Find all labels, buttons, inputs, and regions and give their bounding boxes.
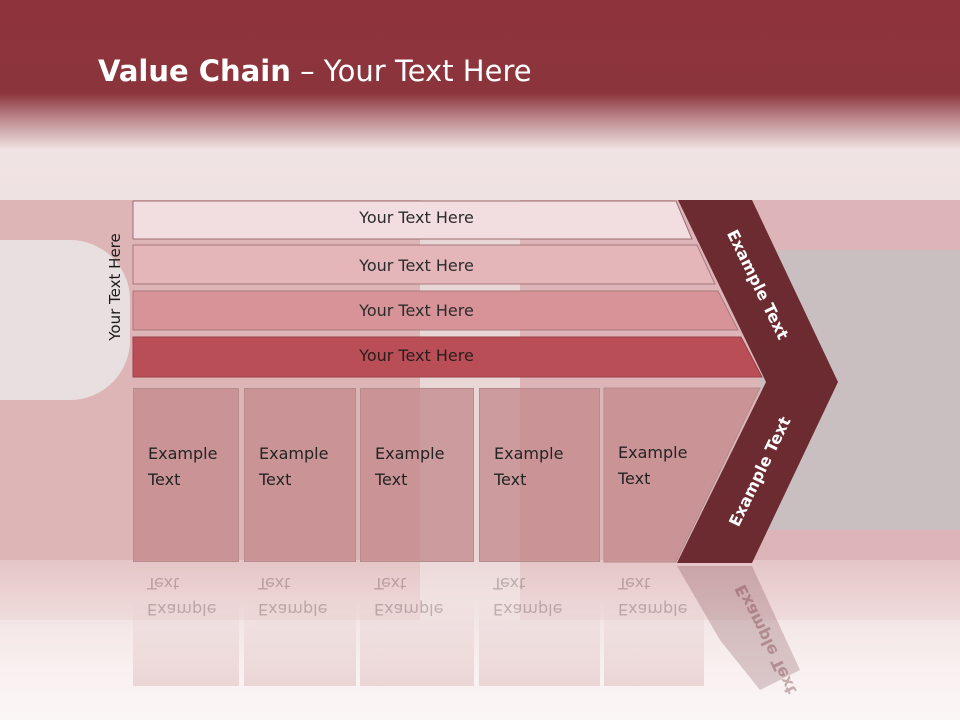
cell-5-line1: Example: [618, 443, 688, 462]
bar-3-shape: [132, 290, 739, 331]
cell-1-line2: Text: [148, 470, 181, 489]
title-banner: Value Chain – Your Text Here: [0, 0, 960, 150]
cell-4-line2: Text: [494, 470, 527, 489]
cell-2: Example Text: [244, 388, 356, 562]
cell-1-line1: Example: [148, 444, 218, 463]
background-figure: [0, 240, 130, 400]
slide-title-rest: – Your Text Here: [290, 54, 532, 88]
cell-3: Example Text: [360, 388, 474, 562]
bar-1-label: Your Text Here: [359, 208, 474, 227]
bar-2-label: Your Text Here: [359, 256, 474, 275]
cell-5: Example Text: [604, 388, 704, 562]
cell-1: Example Text: [133, 388, 239, 562]
cell-2-line1: Example: [259, 444, 329, 463]
cell-3-line2: Text: [375, 470, 408, 489]
cell-4-line1: Example: [494, 444, 564, 463]
cell-5-shape: [603, 387, 761, 563]
cell-2-line2: Text: [259, 470, 292, 489]
chevron-reflection: [677, 566, 800, 690]
background-floor-reflection: [0, 560, 960, 720]
bar-1-shape: [132, 200, 693, 240]
bar-3-label: Your Text Here: [359, 301, 474, 320]
bar-4-label: Your Text Here: [359, 346, 474, 365]
bar-4-shape: [132, 336, 763, 378]
cell-4: Example Text: [479, 388, 600, 562]
chevron-shape: [677, 200, 838, 563]
bar-2-shape: [132, 244, 716, 285]
slide-title: Value Chain – Your Text Here: [98, 54, 532, 88]
slide-title-bold: Value Chain: [98, 54, 291, 88]
cell-5-line2: Text: [618, 469, 651, 488]
cell-3-line1: Example: [375, 444, 445, 463]
